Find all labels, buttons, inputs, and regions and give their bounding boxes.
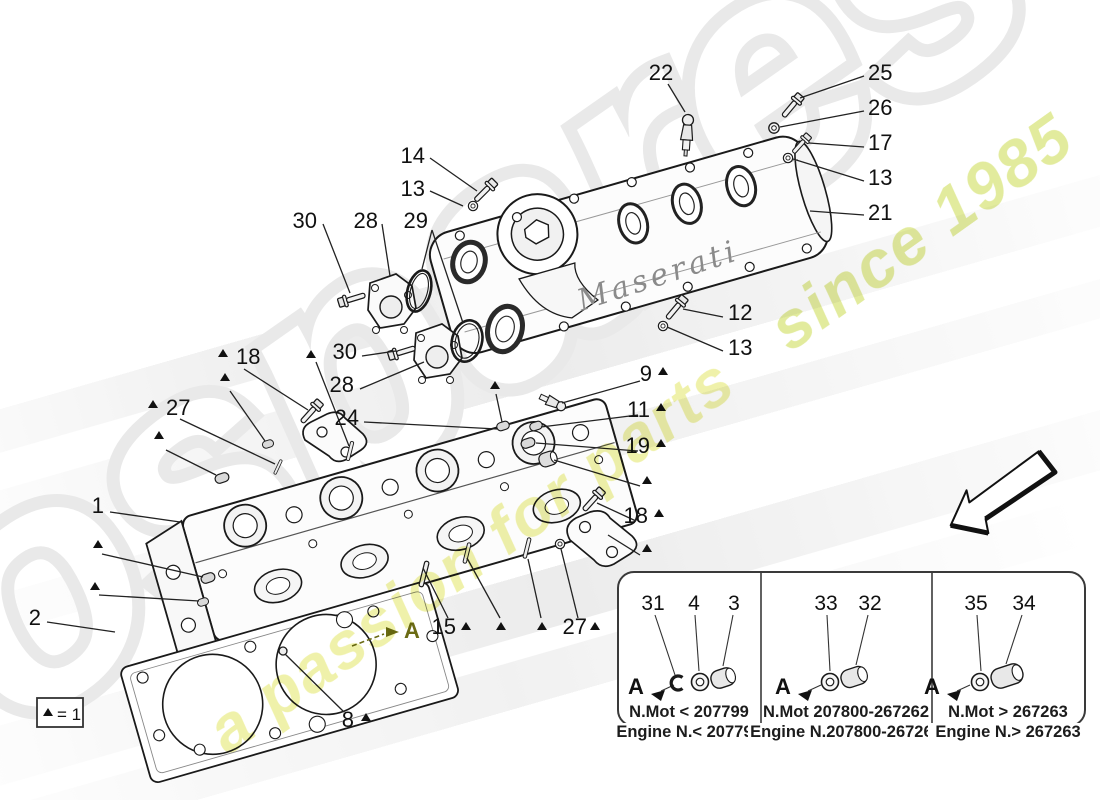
washer-icon <box>820 672 840 692</box>
callout-33-label: 33 <box>814 592 837 615</box>
callout-3-label: 3 <box>728 592 740 615</box>
engine-range-caption: N.Mot 207800-267262 <box>763 703 929 721</box>
callout-14-label: 14 <box>401 143 425 168</box>
callout-28-label: 28 <box>330 372 354 397</box>
callout-26-label: 26 <box>868 95 892 120</box>
callout-29-label: 29 <box>404 208 428 233</box>
callout-8-label: 8 <box>342 707 354 732</box>
cylinder-head-drawing <box>145 398 639 670</box>
washer-icon <box>970 672 990 692</box>
callout-13-label: 13 <box>728 335 752 360</box>
bushing-icon <box>710 667 737 689</box>
callout-30-label: 30 <box>293 208 317 233</box>
bushing-icon <box>840 665 868 689</box>
callout-19-label: 19 <box>626 433 650 458</box>
view-ref-letter: A <box>404 618 420 643</box>
callout-18-label: 18 <box>236 344 260 369</box>
callout-21-label: 21 <box>868 200 892 225</box>
washer-icon <box>690 672 710 692</box>
callout-31-label: 31 <box>641 592 664 615</box>
legend-text: = 1 <box>57 705 81 724</box>
callout-labels: 14 13 30 28 29 22 25 26 17 13 21 12 13 9… <box>29 60 893 732</box>
view-ref-marker: A <box>351 618 420 647</box>
callout-9-label: 9 <box>640 361 652 386</box>
engine-range-caption: Engine N.207800-267262 <box>750 723 942 741</box>
callout-15-label: 15 <box>432 614 456 639</box>
section-ref-a: A <box>775 674 791 699</box>
engine-range-caption: Engine N.< 207799 <box>616 723 761 741</box>
head-gasket-drawing <box>120 581 459 784</box>
leader-lines <box>46 75 865 713</box>
callout-27-label: 27 <box>563 614 587 639</box>
callout-34-label: 34 <box>1012 592 1036 615</box>
legend-box: = 1 <box>36 697 84 728</box>
callout-24-label: 24 <box>335 405 359 430</box>
callout-27-label: 27 <box>166 395 190 420</box>
engine-range-caption: Engine N.> 267263 <box>935 723 1080 741</box>
circlip-icon <box>669 674 684 692</box>
callout-13-label: 13 <box>401 176 425 201</box>
callout-28-label: 28 <box>354 208 378 233</box>
section-ref-a: A <box>924 674 940 699</box>
callout-35-label: 35 <box>964 592 987 615</box>
variant-cell-3: 35 34 A N.Mot > 267263 Engine N.> 267263 <box>924 592 1089 742</box>
callout-17-label: 17 <box>868 130 892 155</box>
callout-18-label: 18 <box>624 503 648 528</box>
callout-32-label: 32 <box>858 592 881 615</box>
variant-cell-1: 31 4 3 A N.Mot < 207799 Engine N.< 20779… <box>614 592 766 742</box>
callout-4-label: 4 <box>688 592 700 615</box>
sensor-22 <box>679 113 695 157</box>
callout-25-label: 25 <box>868 60 892 85</box>
engine-range-caption: N.Mot < 207799 <box>629 703 749 721</box>
callout-13-label: 13 <box>868 165 892 190</box>
callout-22-label: 22 <box>649 60 673 85</box>
bushing-icon <box>990 663 1024 689</box>
variant-box: 31 4 3 A N.Mot < 207799 Engine N.< 20779… <box>614 571 1089 742</box>
thermostat-housing-drawing <box>367 269 484 384</box>
sensor-9 <box>538 393 567 412</box>
engine-range-caption: N.Mot > 267263 <box>948 703 1068 721</box>
callout-1-label: 1 <box>92 493 104 518</box>
variant-cell-2: 33 32 A N.Mot 207800-267262 Engine N.207… <box>748 592 945 742</box>
callout-30-label: 30 <box>333 339 357 364</box>
section-ref-a: A <box>628 674 644 699</box>
view-direction-arrow-icon <box>949 449 1058 536</box>
callout-12-label: 12 <box>728 300 752 325</box>
callout-11-label: 11 <box>627 397 650 422</box>
callout-2-label: 2 <box>29 605 41 630</box>
